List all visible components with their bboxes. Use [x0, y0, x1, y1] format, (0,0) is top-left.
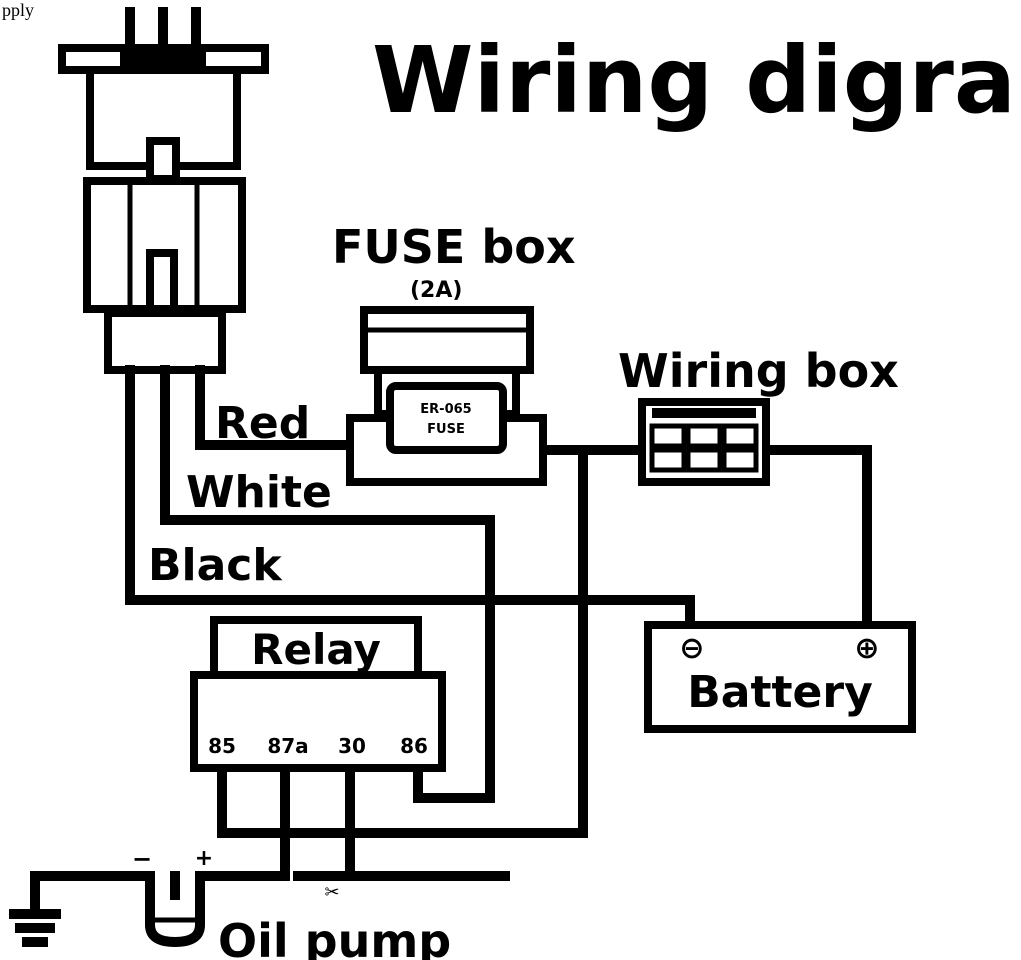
fuse-box: ER-065 FUSE — [346, 306, 547, 486]
oil-pump-plus: + — [195, 846, 213, 871]
oil-pump-body — [145, 871, 205, 948]
switch-plate-band — [120, 52, 206, 66]
wiring-cell — [685, 423, 723, 449]
fuse-text-2: FUSE — [427, 422, 465, 437]
battery-positive-terminal: ⊕ — [854, 631, 879, 666]
red-wire-label: Red — [215, 398, 310, 449]
switch-unit — [58, 7, 269, 374]
wiring-box — [638, 398, 770, 486]
scissors-icon: ✂ — [324, 882, 339, 902]
black-wire-label: Black — [148, 540, 283, 591]
relay-pin-86: 86 — [400, 734, 428, 758]
relay-label: Relay — [251, 625, 381, 674]
header-fragment: pply — [2, 0, 34, 20]
relay30-wire — [293, 763, 355, 881]
fuse-box-label: FUSE box — [332, 220, 576, 274]
fuse-box-lid — [360, 306, 534, 374]
red-wire — [195, 365, 357, 450]
diagram-title: Wiring digram — [372, 27, 1021, 134]
oil-pump-minus: − — [132, 845, 152, 873]
relay-pin-87a: 87a — [267, 734, 308, 758]
switch-base — [104, 309, 226, 374]
oil-pump: − + Oil pump — [132, 845, 451, 960]
wiring-box-strip — [652, 408, 756, 418]
ground-wire — [30, 871, 155, 917]
relay-pin-85: 85 — [208, 734, 236, 758]
wiring-box-label: Wiring box — [618, 344, 899, 398]
wiring-cell — [685, 447, 723, 473]
relay-pin-30: 30 — [338, 734, 366, 758]
fuse-text-1: ER-065 — [420, 402, 471, 417]
wiring-cell — [649, 423, 687, 449]
fuse-rating: (2A) — [410, 278, 462, 303]
oil-pump-label: Oil pump — [218, 914, 451, 960]
wiring-cell — [721, 447, 759, 473]
relay-top — [210, 616, 422, 679]
battery: ⊖ ⊕ Battery — [644, 621, 916, 733]
switch-inner-slot — [146, 249, 178, 313]
battery-label: Battery — [687, 667, 873, 718]
wiringbox-to-battery-wire — [760, 445, 872, 630]
battery-body — [644, 621, 916, 733]
battery-negative-terminal: ⊖ — [679, 631, 704, 666]
fuse-element — [386, 382, 507, 454]
fuse-to-relay85-wire — [217, 445, 588, 838]
relay-body — [190, 671, 446, 772]
relay: Relay 85 87a 30 86 — [190, 616, 446, 772]
wiring-cell — [649, 447, 687, 473]
switch-neck — [146, 137, 180, 183]
black-wire — [125, 365, 695, 630]
ground-icon — [9, 909, 61, 947]
wiring-cell — [721, 423, 759, 449]
relay87a-to-pump-wire — [195, 763, 290, 881]
white-wire — [160, 365, 495, 803]
white-wire-label: White — [186, 467, 332, 518]
